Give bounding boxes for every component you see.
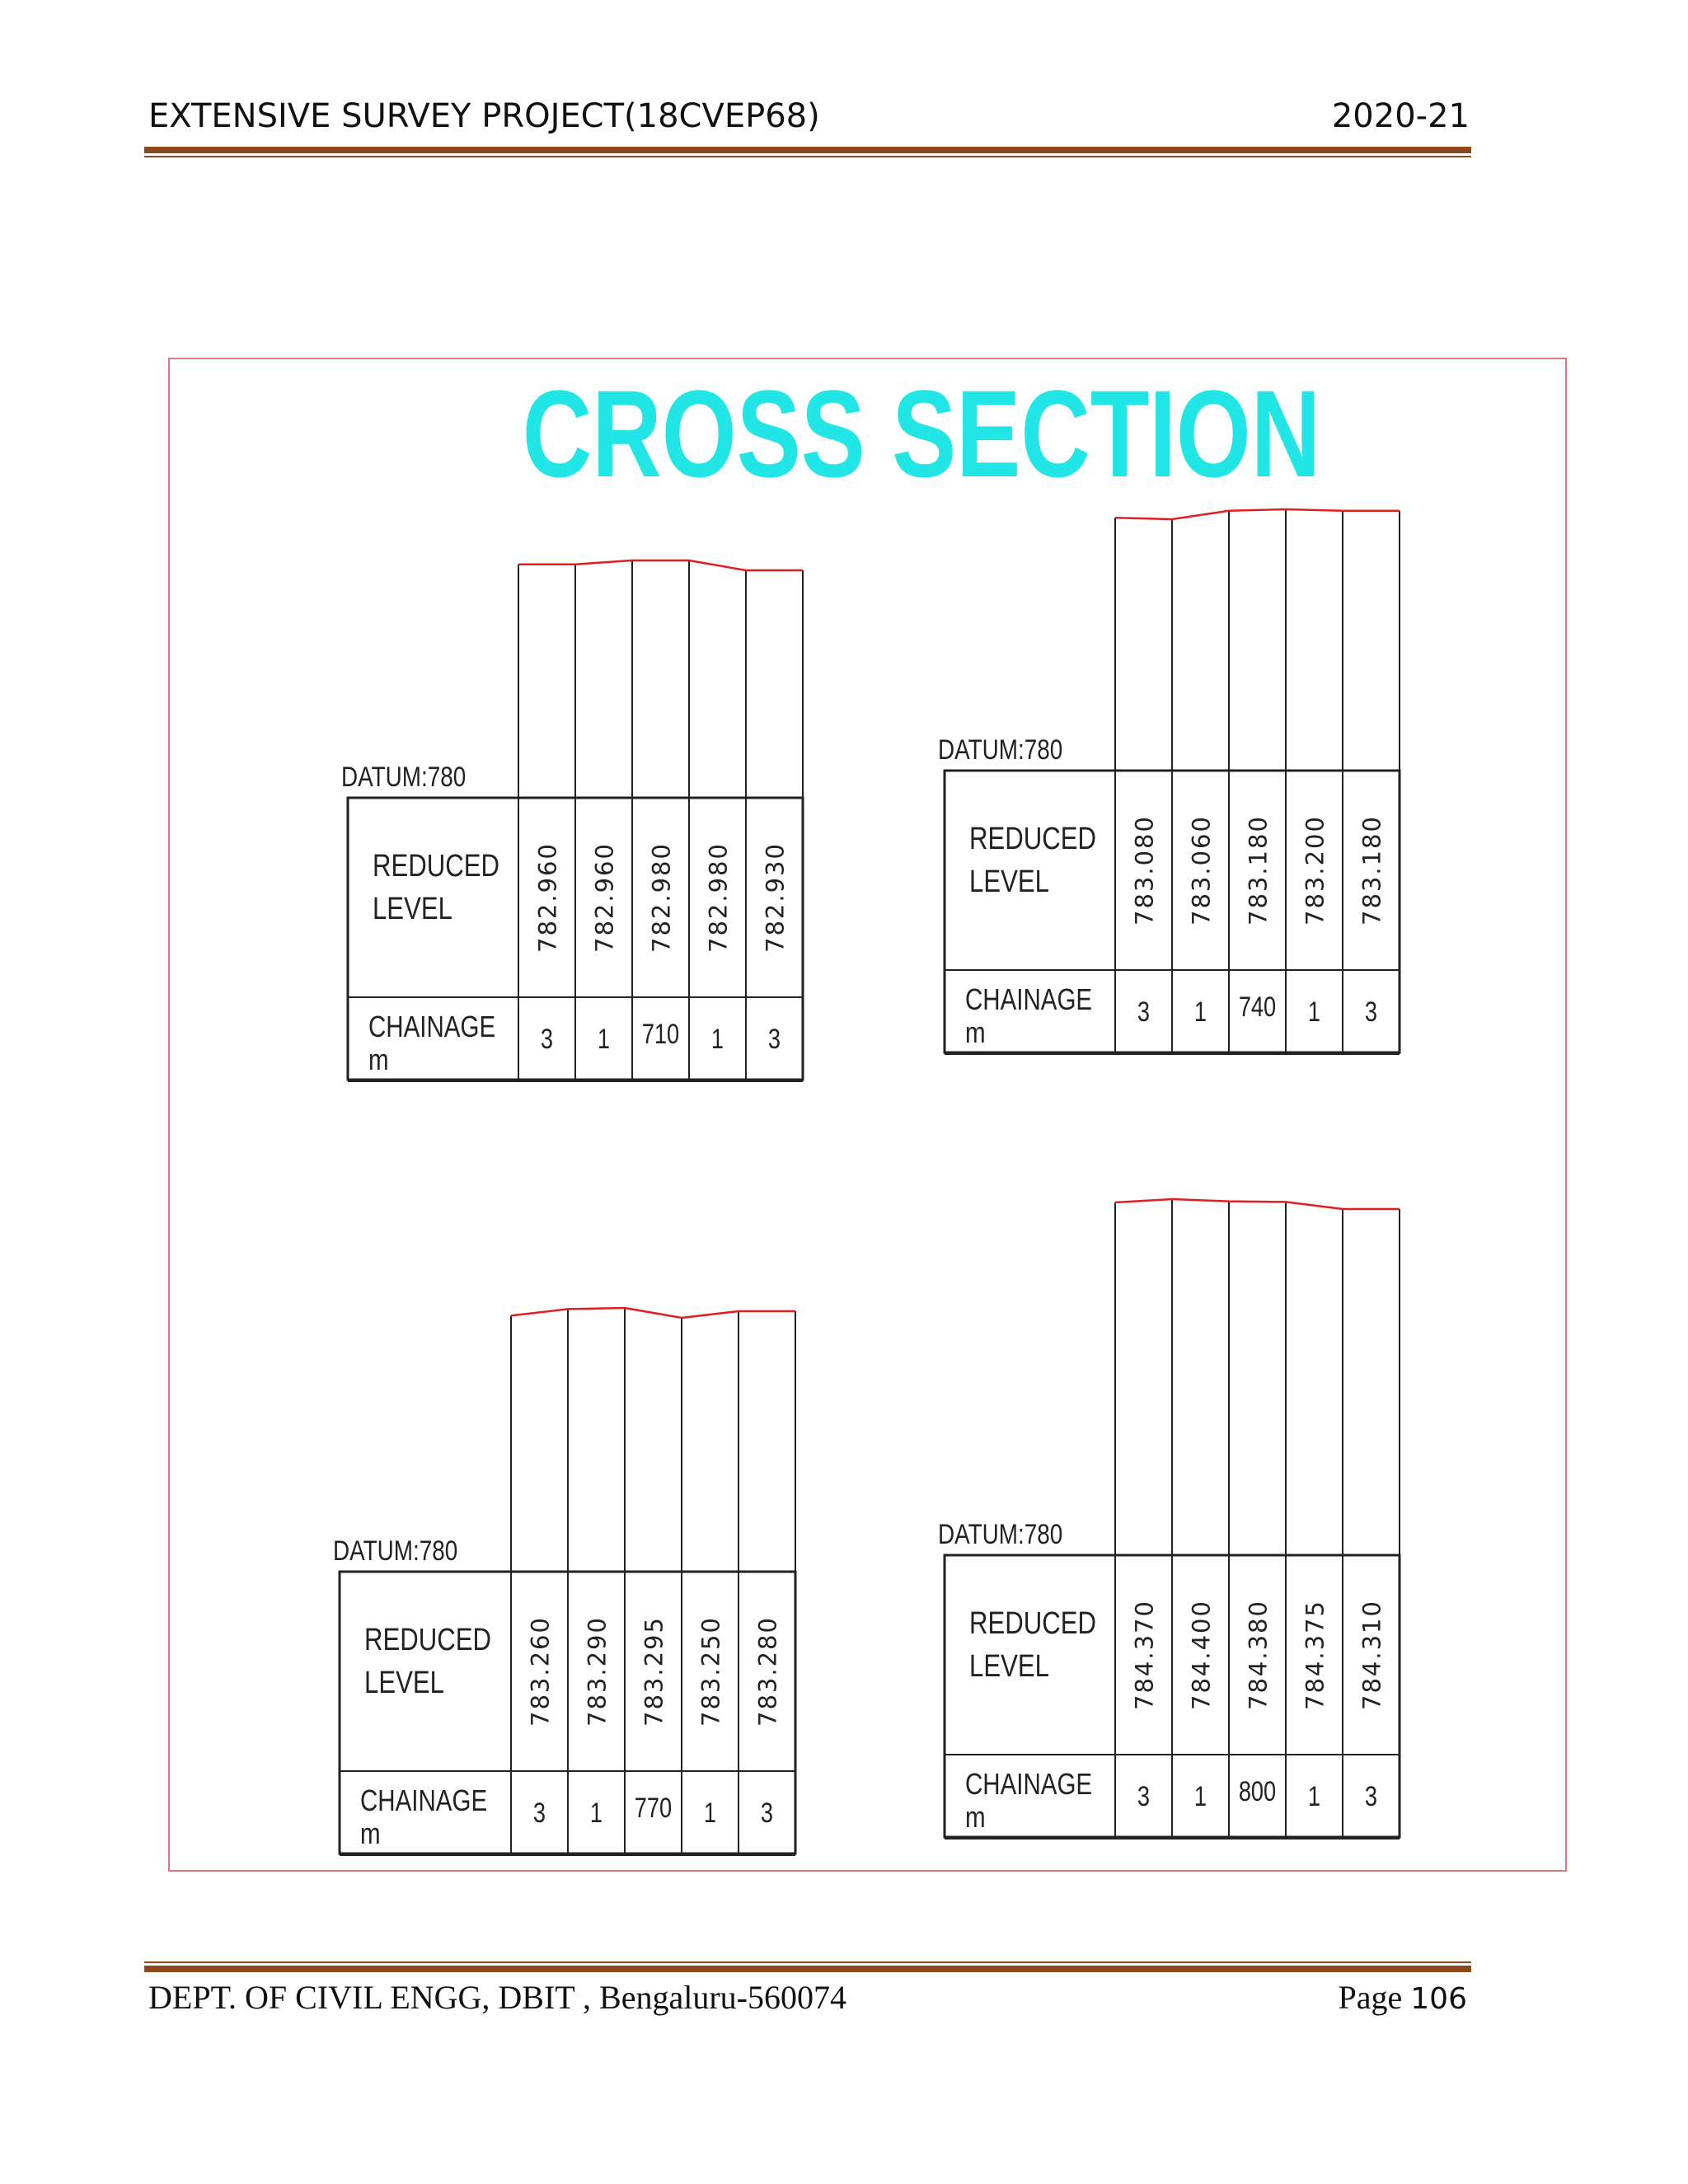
reduced-level-value: 783.060 <box>1188 815 1216 926</box>
reduced-level-value: 782.980 <box>705 842 733 953</box>
datum-label: DATUM:780 <box>938 1518 1062 1549</box>
reduced-level-value: 783.080 <box>1131 815 1159 926</box>
chainage-value: 3 <box>768 1023 781 1055</box>
ground-profile-line <box>518 559 803 572</box>
ground-profile-line <box>510 1306 795 1319</box>
reduced-level-value: 783.180 <box>1358 815 1386 926</box>
chainage-label: m <box>965 1015 986 1048</box>
reduced-level-value: 782.960 <box>591 842 619 953</box>
chainage-value: 1 <box>1194 1780 1207 1812</box>
reduced-level-value: 783.180 <box>1245 815 1273 926</box>
chainage-value: 3 <box>533 1797 546 1829</box>
drawing-frame <box>168 358 1567 1872</box>
chainage-label: m <box>360 1816 381 1849</box>
chainage-value: 3 <box>1365 996 1377 1028</box>
ground-profile-line <box>1114 1197 1400 1211</box>
reduced-level-label: LEVEL <box>969 865 1049 899</box>
chainage-value: 800 <box>1239 1775 1276 1807</box>
reduced-level-value: 784.310 <box>1358 1600 1386 1710</box>
chainage-value: 1 <box>704 1797 716 1829</box>
chainage-value: 1 <box>598 1023 610 1055</box>
chainage-value: 3 <box>1137 1780 1150 1812</box>
footer-department: DEPT. OF CIVIL ENGG, DBIT , Bengaluru-56… <box>148 1979 846 2016</box>
reduced-level-value: 783.280 <box>754 1616 782 1727</box>
reduced-level-value: 784.375 <box>1301 1600 1329 1710</box>
footer-page-word: Page <box>1338 1979 1403 2016</box>
datum-label: DATUM:780 <box>333 1535 457 1566</box>
reduced-level-value: 784.370 <box>1131 1600 1159 1710</box>
chainage-value: 770 <box>635 1792 672 1824</box>
footer-page-number: 106 <box>1410 1982 1467 2016</box>
reduced-level-value: 784.400 <box>1188 1600 1216 1710</box>
chainage-value: 740 <box>1239 991 1276 1023</box>
datum-label: DATUM:780 <box>341 761 466 792</box>
chainage-value: 1 <box>1308 996 1320 1028</box>
chainage-value: 3 <box>1365 1780 1377 1812</box>
reduced-level-label: REDUCED <box>373 849 499 883</box>
reduced-level-label: REDUCED <box>969 822 1096 856</box>
reduced-level-value: 784.380 <box>1245 1600 1273 1710</box>
reduced-level-value: 783.260 <box>527 1616 555 1727</box>
footer-page: Page 106 <box>1339 1978 1467 2017</box>
reduced-level-label: REDUCED <box>969 1606 1096 1641</box>
reduced-level-value: 782.980 <box>648 842 676 953</box>
chainage-value: 1 <box>590 1797 603 1829</box>
footer-rule <box>144 1961 1471 1972</box>
chainage-value: 1 <box>711 1023 724 1055</box>
chainage-value: 1 <box>1194 996 1207 1028</box>
chainage-label: CHAINAGE <box>368 1010 495 1043</box>
header-year: 2020-21 <box>1331 97 1470 135</box>
drawing-title: CROSS SECTION <box>523 364 1321 503</box>
chainage-value: 1 <box>1308 1780 1320 1812</box>
chainage-value: 3 <box>761 1797 773 1829</box>
chainage-value: 3 <box>1137 996 1150 1028</box>
reduced-level-label: REDUCED <box>364 1623 491 1657</box>
chainage-label: CHAINAGE <box>965 982 1092 1015</box>
reduced-level-value: 783.200 <box>1301 815 1329 926</box>
chainage-label: CHAINAGE <box>360 1783 487 1816</box>
reduced-level-label: LEVEL <box>969 1649 1049 1684</box>
reduced-level-label: LEVEL <box>364 1666 444 1700</box>
reduced-level-value: 783.250 <box>697 1616 725 1727</box>
chainage-label: m <box>965 1800 986 1833</box>
reduced-level-value: 782.930 <box>762 842 790 953</box>
header-rule <box>144 147 1471 157</box>
datum-label: DATUM:780 <box>938 733 1062 765</box>
reduced-level-value: 782.960 <box>534 842 562 953</box>
reduced-level-label: LEVEL <box>373 892 452 926</box>
chainage-value: 3 <box>541 1023 553 1055</box>
header-title: EXTENSIVE SURVEY PROJECT(18CVEP68) <box>148 97 820 135</box>
chainage-label: m <box>368 1043 389 1076</box>
reduced-level-value: 783.290 <box>584 1616 612 1727</box>
chainage-value: 710 <box>642 1018 679 1050</box>
ground-profile-line <box>1114 508 1400 521</box>
reduced-level-value: 783.295 <box>640 1616 668 1727</box>
chainage-label: CHAINAGE <box>965 1767 1092 1800</box>
